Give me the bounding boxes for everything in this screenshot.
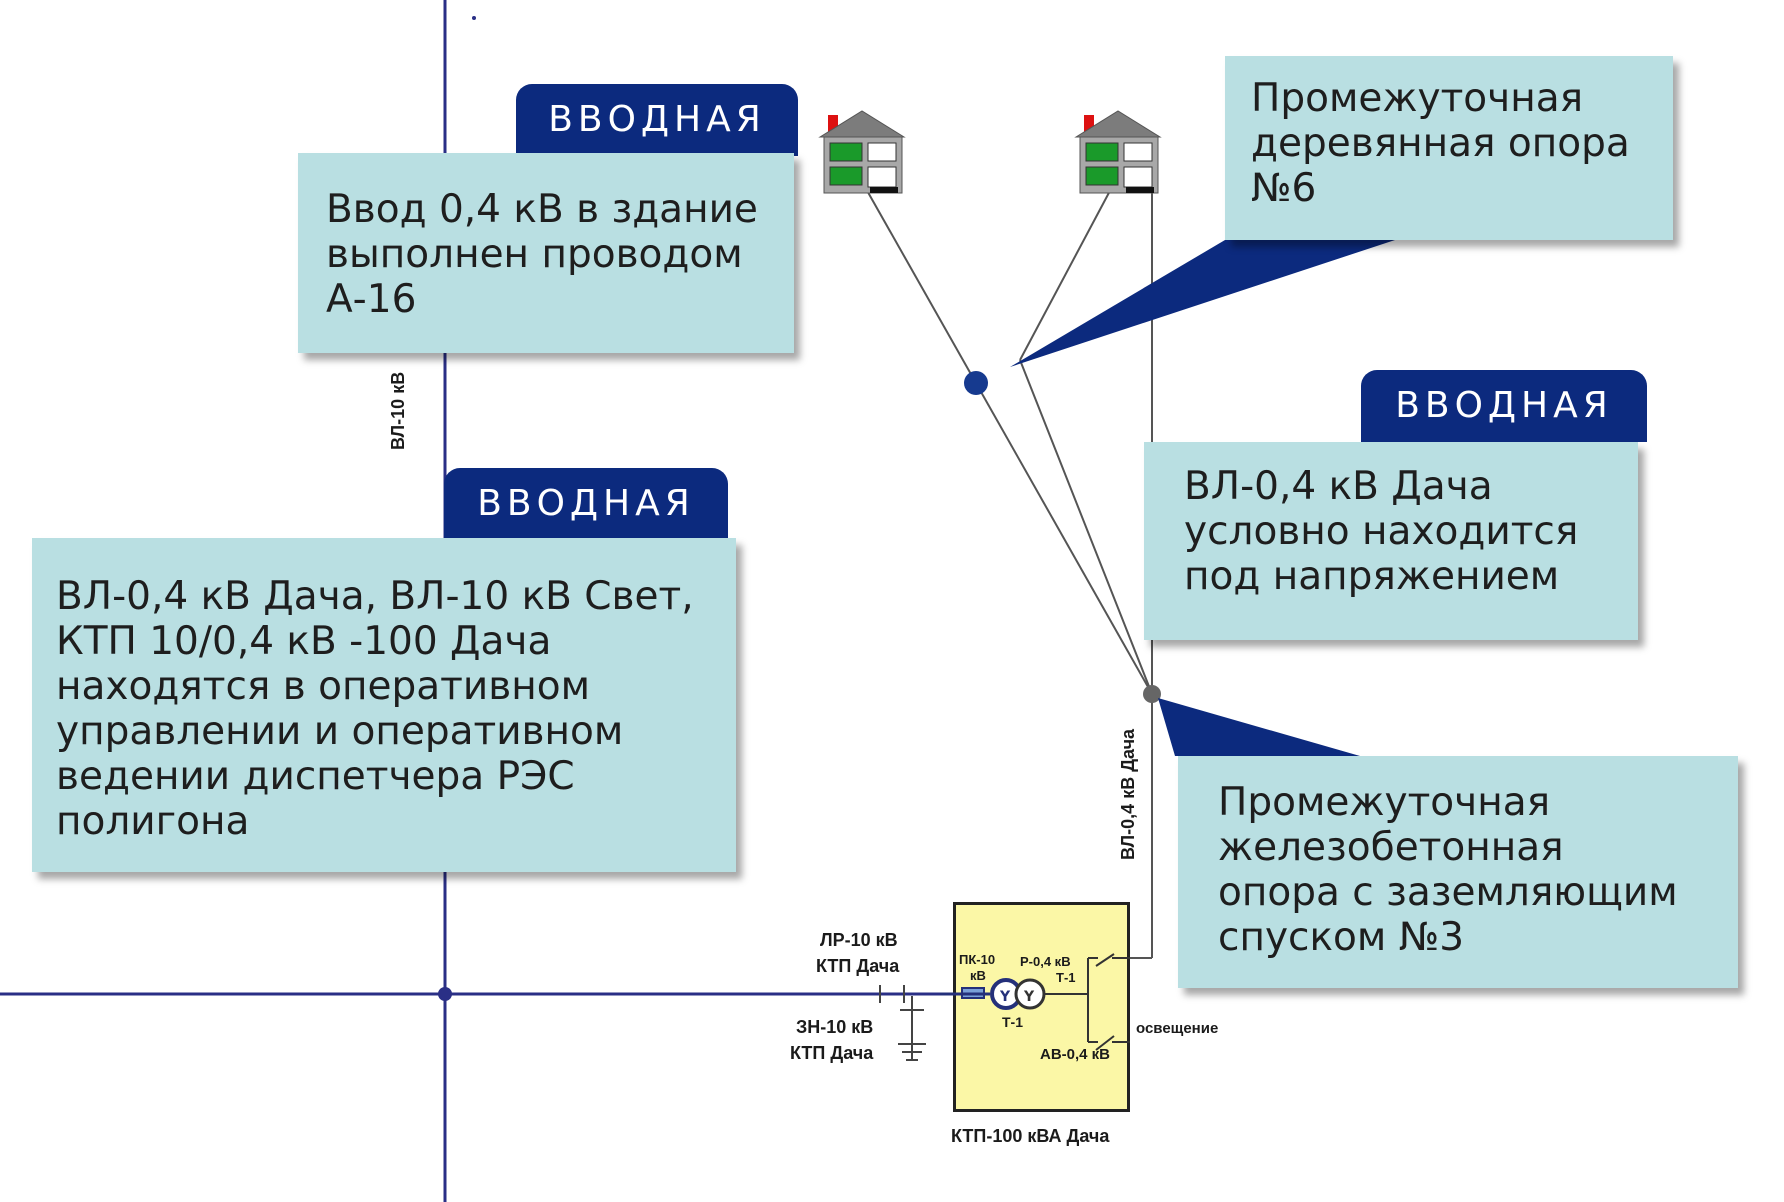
- pk10-label-line2: кВ: [970, 968, 986, 983]
- callout-line: А-16: [326, 277, 417, 322]
- wire-pole6-branch: [1019, 359, 1153, 695]
- callout-line: спуском №3: [1218, 915, 1465, 960]
- callout-line: КТП 10/0,4 кВ -100 Дача: [56, 619, 552, 664]
- callout-line: находятся в оперативном: [56, 664, 591, 709]
- vvodnaya-tab: ВВОДНАЯ: [1361, 370, 1647, 442]
- callout-line: управлении и оперативном: [56, 709, 624, 754]
- stray-dot: [472, 16, 476, 20]
- r04-label-line1: Р-0,4 кВ: [1020, 954, 1071, 969]
- callout-pole-3: Промежуточная железобетонная опора с заз…: [1178, 756, 1738, 988]
- r04-label-line2: Т-1: [1056, 970, 1076, 985]
- pk10-label-line1: ПК-10: [959, 952, 996, 967]
- lr10-label-line2: КТП Дача: [816, 956, 900, 976]
- callout-line: выполнен проводом: [326, 232, 743, 277]
- callout-line: Промежуточная: [1218, 780, 1551, 825]
- vvodnaya-tab: ВВОДНАЯ: [444, 468, 728, 540]
- zn10-label-line1: ЗН-10 кВ: [796, 1017, 874, 1037]
- vl10-label: ВЛ-10 кВ: [388, 371, 408, 450]
- callout-line: под напряжением: [1184, 554, 1560, 599]
- callout-operational-control: ВЛ-0,4 кВ Дача, ВЛ-10 кВ Свет, КТП 10/0,…: [32, 538, 736, 872]
- house-icon: [1074, 110, 1162, 194]
- ktp-substation-box: [953, 902, 1130, 1112]
- wire-to-house-right: [1019, 186, 1113, 361]
- lighting-label: освещение: [1136, 1020, 1219, 1037]
- callout-line: ВЛ-0,4 кВ Дача, ВЛ-10 кВ Свет,: [56, 574, 694, 619]
- wire-to-house-left: [864, 186, 1153, 695]
- callout-line: №6: [1251, 166, 1317, 211]
- vl10-junction-node: [438, 987, 452, 1001]
- callout-line: Промежуточная: [1251, 76, 1584, 121]
- pole-3-node: [1143, 685, 1161, 703]
- pointer-pole6: [1010, 240, 1395, 367]
- callout-line: условно находится: [1184, 509, 1579, 554]
- ktp-caption: КТП-100 кВА Дача: [951, 1126, 1110, 1146]
- pointer-pole3: [1158, 698, 1360, 756]
- vvodnaya-tab: ВВОДНАЯ: [516, 84, 798, 156]
- callout-line: полигона: [56, 799, 250, 844]
- callout-input-04kv: Ввод 0,4 кВ в здание выполнен проводом А…: [298, 153, 794, 353]
- callout-line: ведении диспетчера РЭС: [56, 754, 575, 799]
- callout-line: железобетонная: [1218, 825, 1564, 870]
- callout-line: деревянная опора: [1251, 121, 1630, 166]
- av04-label: АВ-0,4 кВ: [1040, 1046, 1111, 1063]
- pole-6-node: [964, 371, 988, 395]
- callout-line: Ввод 0,4 кВ в здание: [326, 187, 758, 232]
- house-icon: [818, 110, 906, 194]
- t1-label: Т-1: [1002, 1014, 1023, 1030]
- callout-line: ВЛ-0,4 кВ Дача: [1184, 464, 1493, 509]
- callout-pole-6: Промежуточная деревянная опора №6: [1225, 56, 1673, 240]
- callout-vl04-energized: ВЛ-0,4 кВ Дача условно находится под нап…: [1144, 442, 1638, 640]
- zn10-label-line2: КТП Дача: [790, 1043, 874, 1063]
- lr10-label-line1: ЛР-10 кВ: [820, 930, 898, 950]
- callout-line: опора с заземляющим: [1218, 870, 1678, 915]
- vl04-dacha-label: ВЛ-0,4 кВ Дача: [1118, 728, 1138, 860]
